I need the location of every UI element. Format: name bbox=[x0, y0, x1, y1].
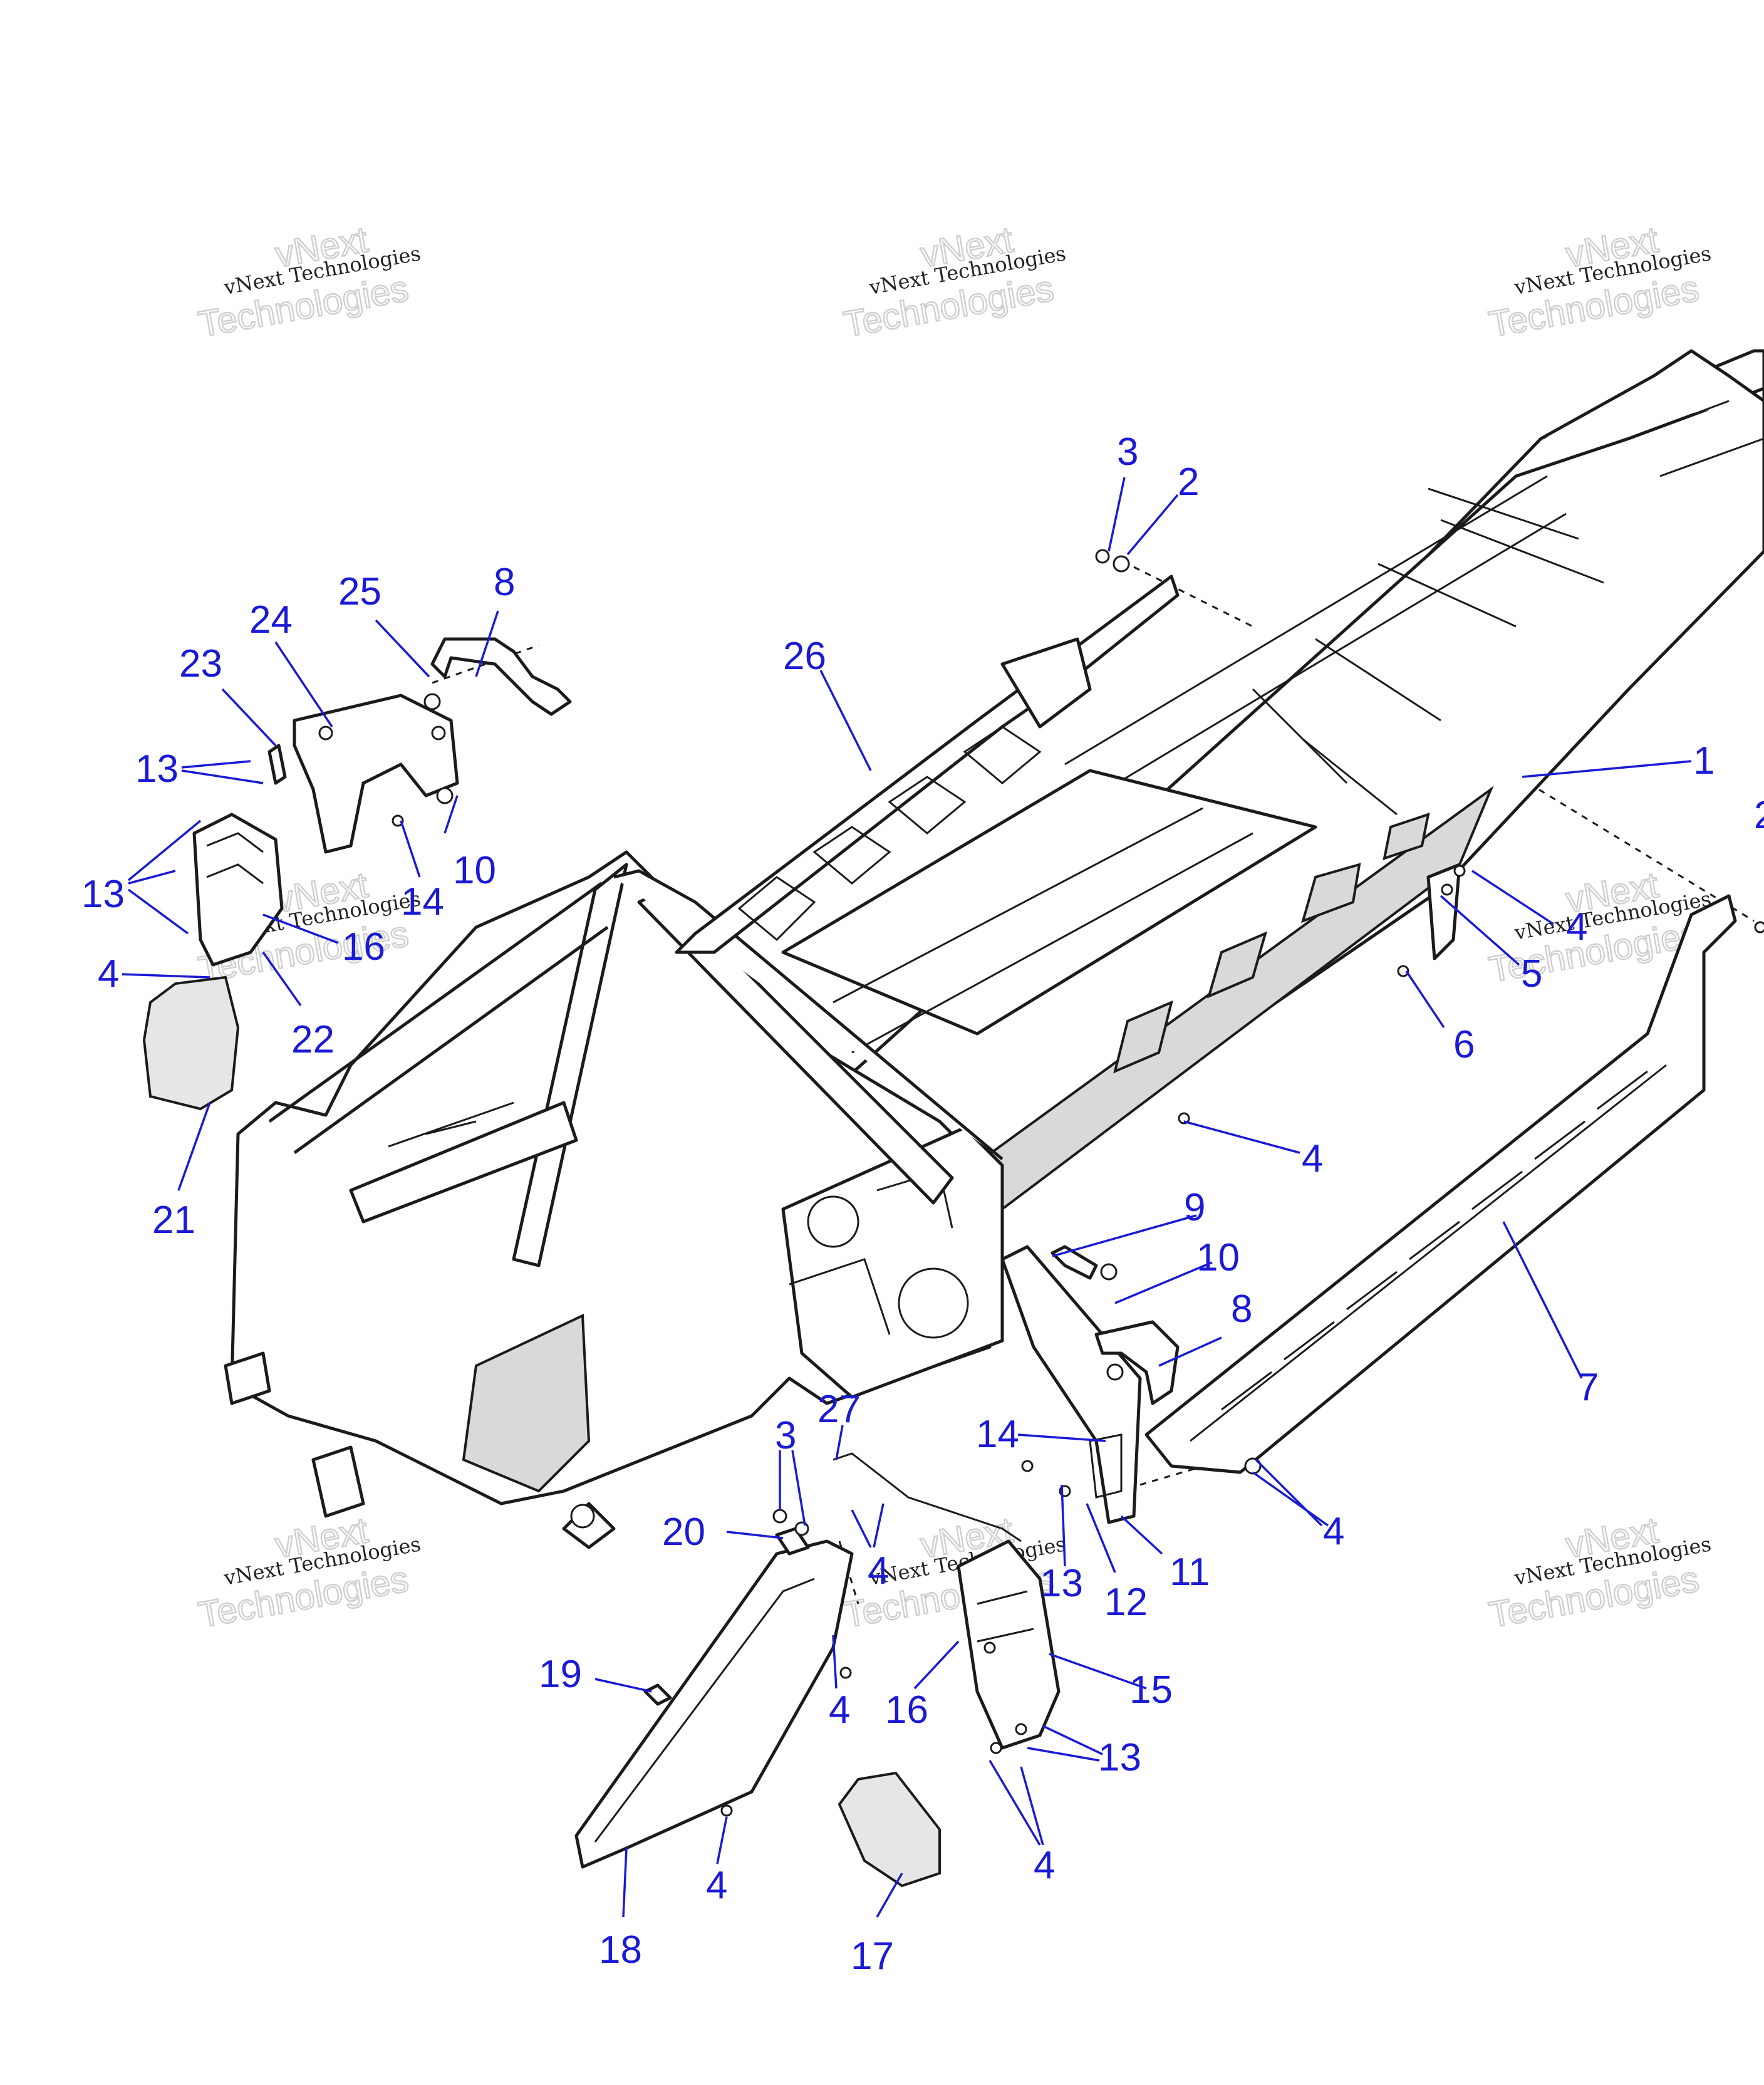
front-chassis bbox=[224, 850, 1004, 1549]
small-plate bbox=[267, 744, 287, 785]
callout-label: 2 bbox=[1754, 794, 1764, 837]
watermark: vNext vNext Technologies Technologies bbox=[1485, 1509, 1713, 1636]
assembly-line bbox=[838, 1541, 859, 1604]
callout-label: 10 bbox=[453, 849, 496, 892]
callout-label: 16 bbox=[885, 1688, 928, 1732]
watermark: vNext vNext Technologies Technologies bbox=[1485, 219, 1713, 346]
foam-pad-left bbox=[142, 975, 240, 1111]
callout-label: 27 bbox=[817, 1388, 861, 1431]
hardware bbox=[392, 549, 1764, 1817]
mount-bracket-upper bbox=[293, 694, 459, 854]
side-guard-right bbox=[957, 1539, 1061, 1750]
callout-label: 13 bbox=[135, 747, 179, 791]
callout-label: 3 bbox=[775, 1414, 796, 1457]
callout-label: 4 bbox=[868, 1549, 889, 1593]
callout-label: 10 bbox=[1196, 1236, 1240, 1279]
callout-label: 21 bbox=[152, 1198, 195, 1242]
callout-label: 22 bbox=[291, 1018, 335, 1061]
callout-label: 26 bbox=[783, 635, 826, 678]
callout-label: 4 bbox=[1034, 1844, 1055, 1887]
callout-label: 4 bbox=[98, 952, 119, 996]
upper-rail bbox=[675, 575, 1180, 954]
callout-label: 23 bbox=[179, 642, 222, 685]
callout-label: 8 bbox=[494, 561, 515, 604]
callout-label: 18 bbox=[599, 1928, 642, 1972]
watermark: vNext vNext Technologies Technologies bbox=[195, 219, 422, 346]
callout-label: 11 bbox=[1170, 1551, 1210, 1594]
bumper-bar-upper bbox=[430, 637, 572, 716]
front-shield bbox=[574, 1539, 854, 1869]
callout-label: 3 bbox=[1117, 430, 1138, 474]
callout-label: 7 bbox=[1577, 1366, 1599, 1409]
callout-label: 9 bbox=[1184, 1186, 1205, 1229]
hook bbox=[1051, 1245, 1098, 1280]
callout-label: 4 bbox=[1323, 1510, 1344, 1553]
small-bracket bbox=[775, 1527, 810, 1556]
callout-label: 13 bbox=[81, 873, 125, 916]
callout-label: 14 bbox=[976, 1413, 1019, 1456]
clip bbox=[643, 1683, 672, 1706]
callout-label: 6 bbox=[1453, 1023, 1475, 1066]
foam-pad-right bbox=[838, 1771, 941, 1888]
callout-label: 14 bbox=[401, 880, 444, 923]
lower-bracket bbox=[1000, 1245, 1142, 1524]
watermark: vNext vNext Technologies Technologies bbox=[840, 219, 1067, 346]
callout-labels: 1 2 3 8 25 24 23 26 13 10 14 13 16 4 22 … bbox=[81, 430, 1764, 1978]
tunnel-bracket bbox=[1426, 863, 1461, 960]
assembly-line bbox=[1133, 566, 1253, 628]
callout-label: 13 bbox=[1040, 1562, 1083, 1605]
callout-label: 12 bbox=[1104, 1581, 1148, 1624]
leader-lines bbox=[122, 477, 1692, 1918]
callout-label: 4 bbox=[1566, 905, 1587, 949]
callout-label: 1 bbox=[1693, 739, 1715, 783]
callout-label: 13 bbox=[1098, 1736, 1141, 1779]
callout-label: 4 bbox=[829, 1688, 850, 1732]
cable bbox=[833, 1452, 1022, 1542]
callout-label: 25 bbox=[338, 570, 381, 613]
parts-artwork bbox=[142, 349, 1764, 1888]
tunnel-assembly bbox=[675, 349, 1764, 1330]
callout-label: 5 bbox=[1521, 952, 1542, 996]
callout-label: 17 bbox=[851, 1935, 894, 1978]
callout-label: 24 bbox=[249, 598, 293, 642]
callout-label: 2 bbox=[1178, 460, 1199, 504]
side-guard-left bbox=[192, 813, 284, 967]
callout-label: 8 bbox=[1231, 1287, 1252, 1331]
watermark: vNext vNext Technologies Technologies bbox=[195, 1509, 422, 1636]
callout-label: 16 bbox=[342, 925, 385, 969]
callout-label: 15 bbox=[1129, 1668, 1173, 1712]
running-board bbox=[1144, 894, 1737, 1474]
callout-label: 4 bbox=[1302, 1137, 1323, 1180]
callout-label: 20 bbox=[662, 1510, 705, 1554]
callout-label: 19 bbox=[539, 1653, 582, 1696]
callout-label: 4 bbox=[706, 1864, 727, 1907]
bumper-bar-lower bbox=[1094, 1320, 1180, 1405]
